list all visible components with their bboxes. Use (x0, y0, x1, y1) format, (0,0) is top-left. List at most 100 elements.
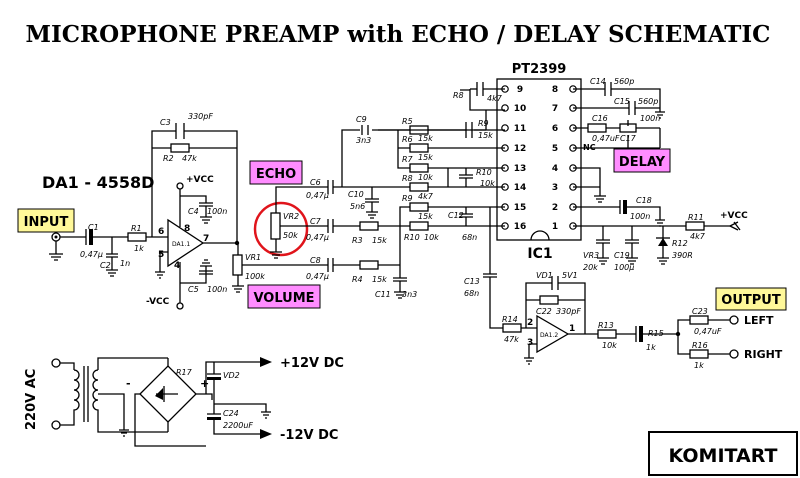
m12-label: -12V DC (280, 428, 338, 443)
c2-val: 1n (120, 259, 130, 268)
r12-ref: R11 (688, 213, 704, 222)
r16-ref: C23 (692, 307, 708, 316)
c22-ref: VD1 (536, 271, 553, 280)
r6-resistor (409, 143, 429, 153)
transformer-secondary (92, 369, 99, 418)
ic-pin-number: 9 (517, 85, 523, 95)
arrow-m12 (260, 429, 272, 439)
c13-cap (465, 122, 473, 138)
vcc4-label: +VCC (720, 211, 748, 221)
c11-ref: C11 (375, 290, 391, 299)
c14-cap (459, 168, 473, 187)
vr2-wiring (270, 186, 328, 259)
c17-wire (573, 88, 665, 119)
r7-resistor (409, 163, 429, 173)
ic-pin-number: 8 (552, 85, 558, 95)
vr3-pot (619, 123, 637, 133)
ic-pin-number: 13 (514, 164, 527, 174)
vr1-pot (232, 254, 243, 276)
opamp-da1-1 (167, 218, 205, 268)
c20-cap (596, 226, 610, 265)
ic-pin-number: 7 (552, 104, 558, 114)
c13-ref: R9 (478, 119, 489, 128)
opamp-label: DA1 - 4558D (42, 173, 154, 192)
opamp-a-output (203, 242, 239, 255)
c10-val: 5n6 (350, 202, 365, 211)
pin-a7: 7 (203, 234, 209, 244)
ic-pin-number: 2 (552, 203, 558, 213)
c17-cap (604, 82, 612, 96)
vd2-ref: R17 (176, 368, 193, 377)
c15-ref: C12 (448, 211, 464, 220)
c16-ref: C13 (464, 277, 480, 286)
r8-resistor (409, 182, 429, 192)
c8-ref: C8 (310, 256, 321, 265)
c21-val: 100µ (614, 263, 634, 272)
pin-a5: 5 (158, 250, 164, 260)
c5-val: 100n (207, 285, 227, 294)
c8-cap (327, 258, 334, 272)
opamp-a-feedback (151, 130, 238, 243)
ic-pin-number: 12 (514, 144, 527, 154)
ic-pin-number: 3 (552, 183, 558, 193)
r3-resistor (359, 221, 379, 231)
opamp-da1-1-label: DA1.1 (172, 241, 190, 248)
ic-pin-number: 14 (514, 183, 527, 193)
c10-ref: C10 (348, 190, 364, 199)
c12-ref: R8 (453, 91, 464, 100)
c6-ref: C6 (310, 178, 321, 187)
node-dot (675, 331, 681, 337)
r11-ref: C16 (592, 114, 608, 123)
r9-val: 15k (418, 212, 433, 221)
c20-val: 20k (583, 263, 598, 272)
c7-cap (327, 219, 334, 233)
bridge-plus: + (200, 377, 209, 390)
opamp-b-feedback (525, 282, 636, 335)
c14-ref: R10 (476, 168, 492, 177)
vd1-ref: R12 (672, 239, 688, 248)
vcc-label: +VCC (186, 175, 214, 185)
echo-wires (333, 186, 401, 266)
vd1-val: 390R (672, 251, 693, 260)
r16-val: 0,47uF (694, 327, 722, 336)
c3-cap (175, 123, 185, 139)
c4-val: 100n (207, 207, 227, 216)
c21-ref: C19 (614, 251, 630, 260)
c11-val: 3n3 (402, 290, 417, 299)
c5-cap (180, 259, 213, 284)
input-jack-center (54, 235, 58, 239)
c24-bottom (207, 377, 221, 380)
vr2-val: 50k (283, 231, 298, 240)
c22-val: 5V1 (562, 271, 578, 280)
volume-label: VOLUME (253, 291, 314, 306)
supply-ground (207, 380, 271, 419)
r3-ref: R3 (352, 236, 363, 245)
bridge-minus: - (126, 377, 131, 390)
c17-ref: C14 (590, 77, 606, 86)
r9-resistor (409, 202, 429, 212)
c14-val: 10k (480, 179, 495, 188)
r4-val: 15k (372, 275, 387, 284)
pin4-3-ground (573, 167, 606, 203)
echo-highlight-ring (253, 201, 309, 257)
ic-pin-number: 5 (552, 144, 558, 154)
r2-resistor (170, 143, 190, 153)
c16-val: 68n (464, 289, 479, 298)
c15-val: 68n (462, 233, 477, 242)
r1-val: 1k (134, 244, 144, 253)
r1-ref: R1 (131, 224, 142, 233)
c6-val: 0,47µ (306, 191, 329, 200)
output-label: OUTPUT (721, 293, 781, 308)
transformer-primary (73, 369, 80, 418)
ic-pin-number: 10 (514, 104, 527, 114)
vcc-terminal (176, 182, 184, 190)
c19-plate-b (623, 200, 627, 214)
arrow-p12 (260, 357, 272, 367)
c5-ref: C5 (188, 285, 199, 294)
r7-ref: R7 (402, 155, 414, 164)
output-label-box (715, 287, 787, 311)
c8-val: 0,47µ (306, 272, 329, 281)
r10-val: 10k (424, 233, 439, 242)
